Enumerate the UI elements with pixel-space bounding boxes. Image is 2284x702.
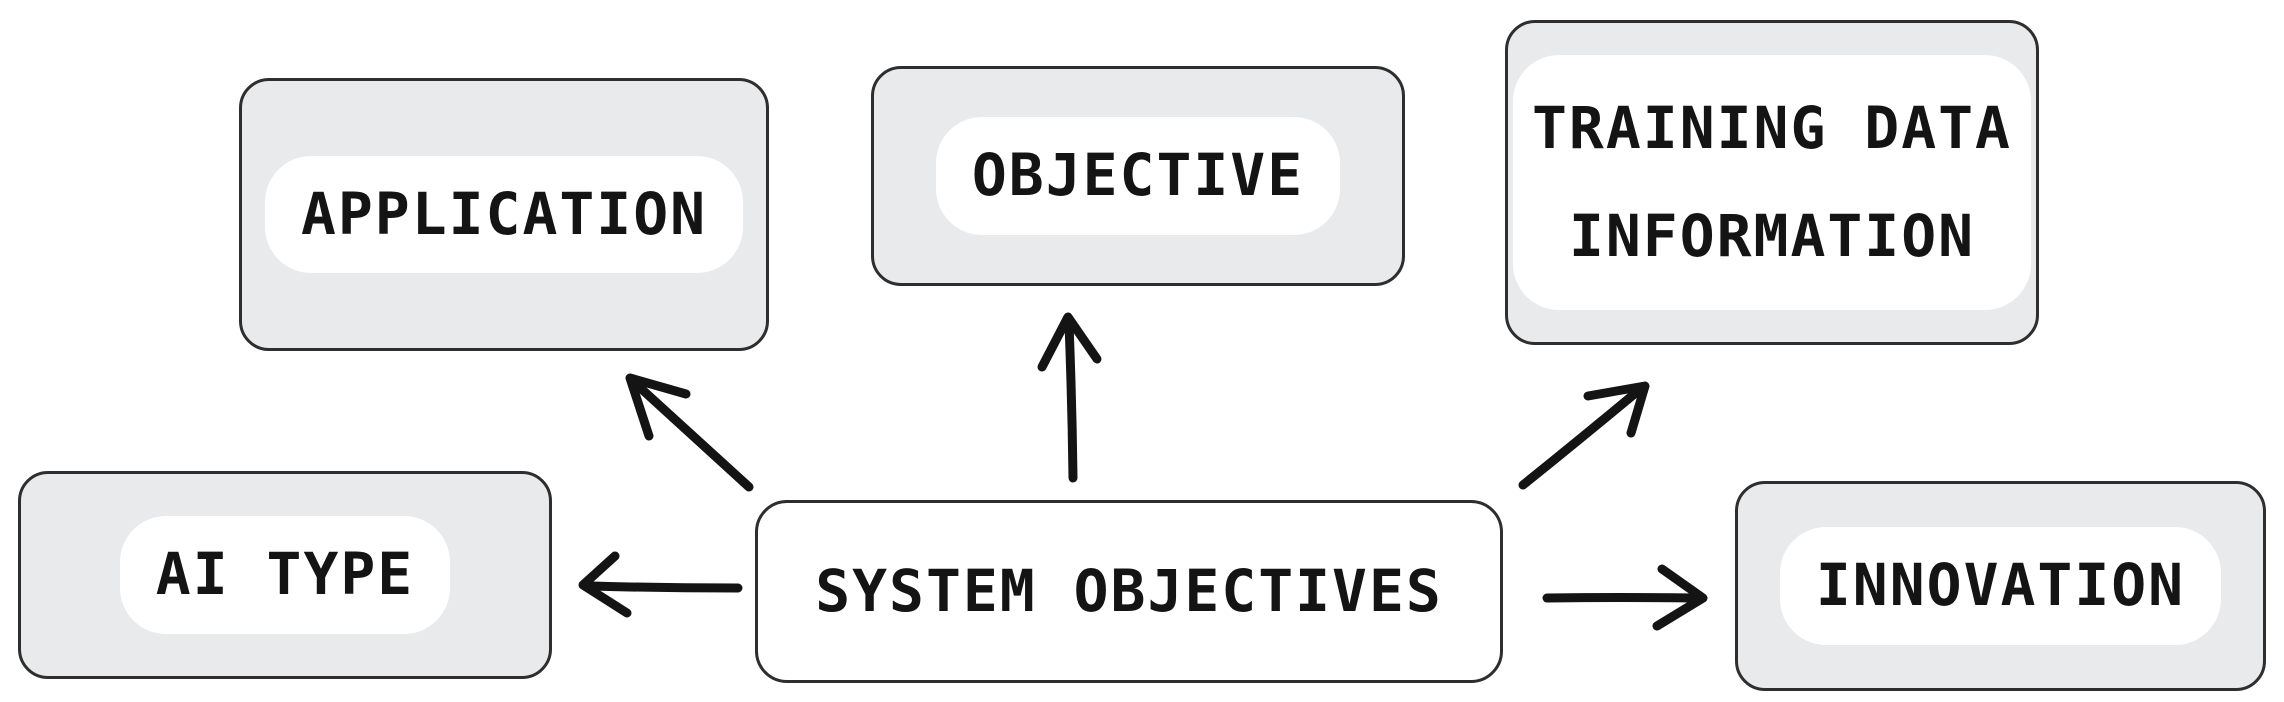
node-system-objectives-pill: SYSTEM OBJECTIVES xyxy=(815,557,1443,627)
node-innovation-label: INNOVATION xyxy=(1815,551,2186,620)
node-ai-type: AI TYPE xyxy=(18,471,552,679)
arrow-shaft xyxy=(631,379,754,492)
node-innovation-pill: INNOVATION xyxy=(1779,527,2222,645)
node-system-objectives: SYSTEM OBJECTIVES xyxy=(755,500,1503,683)
node-ai-type-label: AI TYPE xyxy=(155,540,415,609)
arrow-head-up-right-icon xyxy=(1583,381,1650,438)
arrow-head-up-icon xyxy=(1037,312,1102,372)
node-system-objectives-label: SYSTEM OBJECTIVES xyxy=(815,556,1443,625)
arrow-shaft xyxy=(1064,319,1078,483)
edge-system-objectives-to-application xyxy=(625,373,754,492)
node-objective: OBJECTIVE xyxy=(871,66,1405,286)
arrow-head-left-icon xyxy=(578,551,632,618)
edge-system-objectives-to-innovation xyxy=(1542,564,1708,631)
edge-system-objectives-to-ai-type xyxy=(578,551,743,618)
arrow-head-right-icon xyxy=(1652,564,1708,631)
node-training-data-information-label: TRAINING DATA INFORMATION xyxy=(1532,94,2012,270)
node-application: APPLICATION xyxy=(239,78,769,351)
node-training-data-information: TRAINING DATA INFORMATION xyxy=(1505,20,2039,345)
edge-system-objectives-to-objective xyxy=(1037,312,1102,483)
arrow-head-up-left-icon xyxy=(625,373,691,441)
node-application-label: APPLICATION xyxy=(300,179,708,248)
arrow-shaft xyxy=(1542,593,1699,603)
edge-system-objectives-to-training-data-information xyxy=(1518,381,1650,490)
node-training-data-information-pill: TRAINING DATA INFORMATION xyxy=(1513,55,2031,310)
arrow-shaft xyxy=(587,581,743,593)
node-innovation: INNOVATION xyxy=(1735,481,2266,691)
node-objective-pill: OBJECTIVE xyxy=(935,117,1341,235)
node-ai-type-pill: AI TYPE xyxy=(119,516,451,634)
node-objective-label: OBJECTIVE xyxy=(971,141,1305,210)
arrow-shaft xyxy=(1518,386,1643,490)
node-application-pill: APPLICATION xyxy=(264,155,744,274)
